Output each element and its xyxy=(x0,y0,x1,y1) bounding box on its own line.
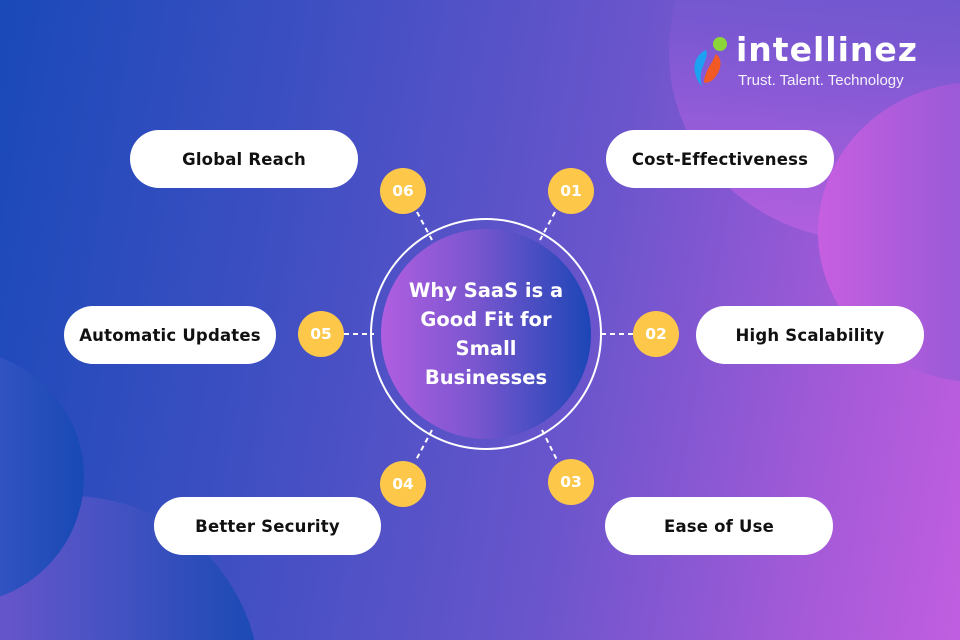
item-pill-automatic-updates: Automatic Updates xyxy=(64,306,276,364)
hub-outer-ring xyxy=(370,218,602,450)
item-pill-cost-effectiveness: Cost-Effectiveness xyxy=(606,130,834,188)
item-pill-high-scalability: High Scalability xyxy=(696,306,924,364)
brand-tagline: Trust. Talent. Technology xyxy=(738,72,904,89)
item-badge-04: 04 xyxy=(380,461,426,507)
intellinez-logo-icon xyxy=(694,37,727,86)
brand-name: intellinez xyxy=(736,30,918,69)
connector-03 xyxy=(541,429,558,461)
item-badge-02: 02 xyxy=(633,311,679,357)
hub-title: Why SaaS is a Good Fit for Small Busines… xyxy=(408,279,564,389)
connector-04 xyxy=(415,429,433,461)
item-pill-global-reach: Global Reach xyxy=(130,130,358,188)
brand-logo: intellinez Trust. Talent. Technology xyxy=(690,30,930,92)
item-badge-05: 05 xyxy=(298,311,344,357)
hub-circle: Why SaaS is a Good Fit for Small Busines… xyxy=(381,229,591,439)
item-badge-01: 01 xyxy=(548,168,594,214)
item-badge-06: 06 xyxy=(380,168,426,214)
item-badge-03: 03 xyxy=(548,459,594,505)
item-pill-ease-of-use: Ease of Use xyxy=(605,497,833,555)
item-pill-better-security: Better Security xyxy=(154,497,381,555)
